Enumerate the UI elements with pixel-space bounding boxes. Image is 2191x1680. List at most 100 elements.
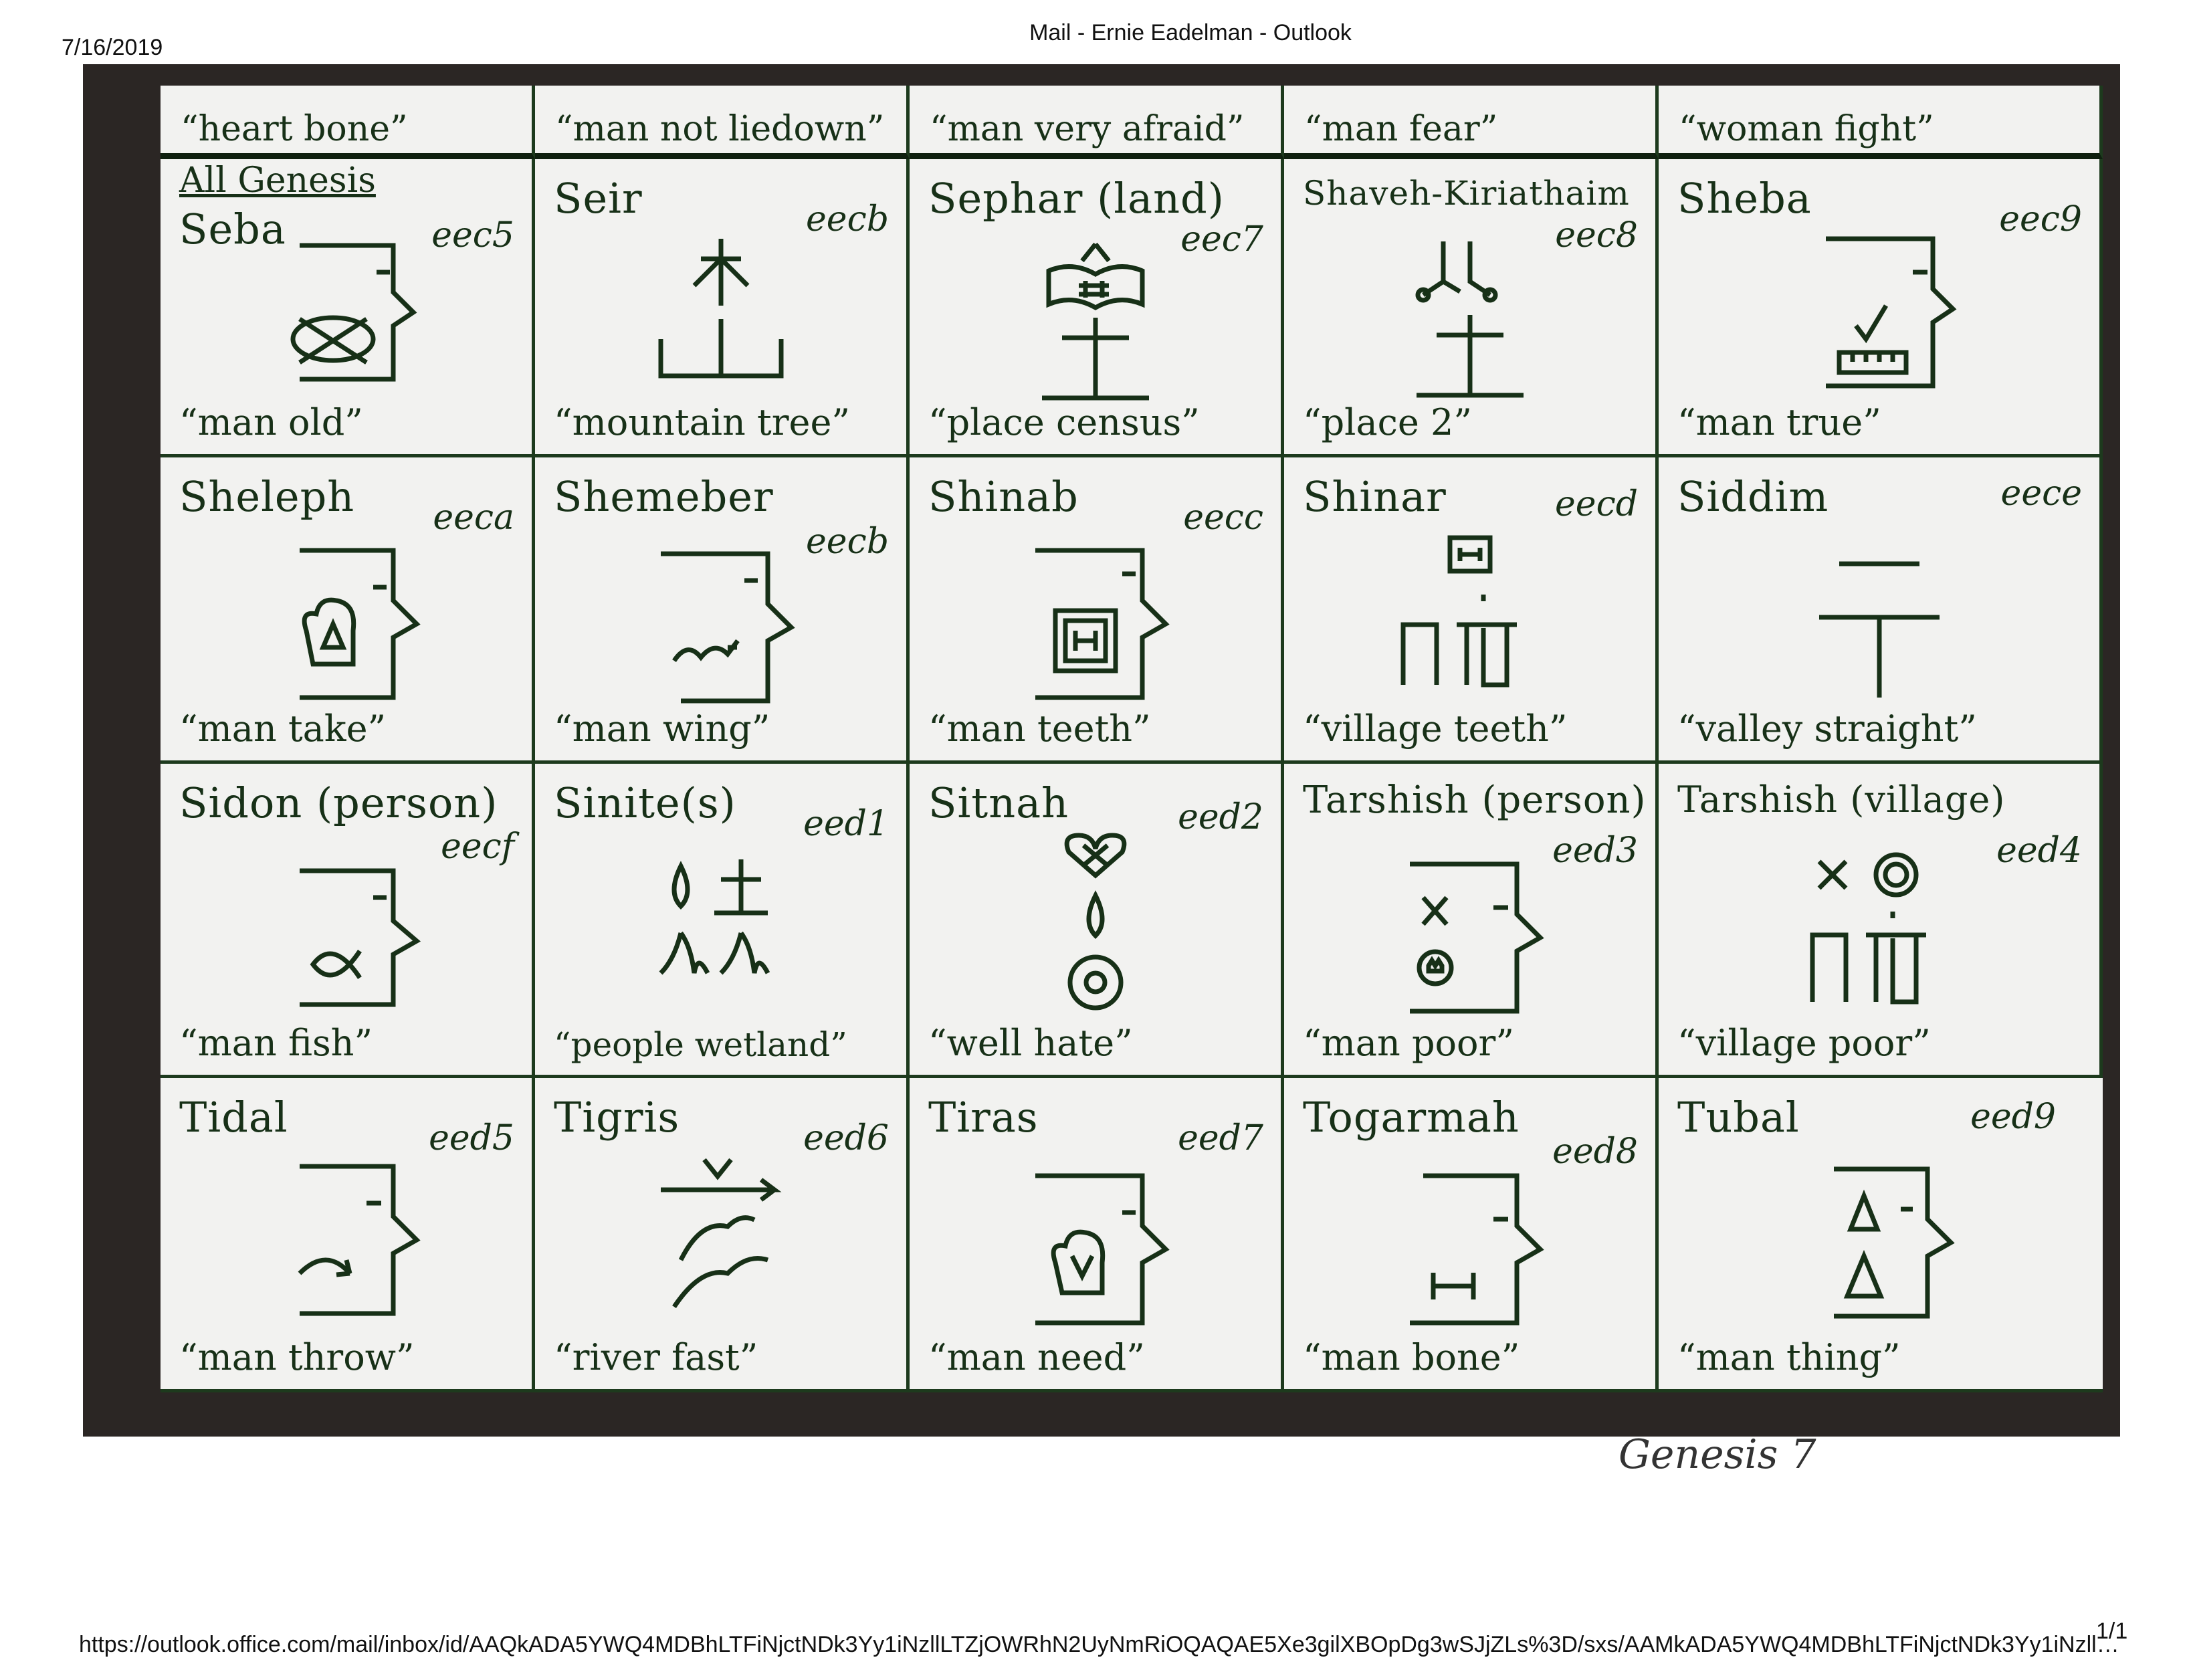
head-need-icon: [1009, 1162, 1182, 1336]
card-code: eed6: [803, 1118, 889, 1158]
glyph-card: Sinite(s) eed1 “people wetland”: [535, 764, 910, 1078]
meaning: “man not liedown”: [555, 109, 885, 149]
card-name: Seir: [554, 174, 643, 223]
card-name: Sheba: [1677, 174, 1812, 223]
meaning: “man very afraid”: [930, 109, 1245, 149]
card-code: eed8: [1552, 1132, 1638, 1172]
glyph-card: Sitnah eed2 “well hate”: [910, 764, 1284, 1078]
glyph-chart-sheet: “heart bone” “man not liedown” “man very…: [161, 86, 2103, 1392]
print-title: Mail - Ernie Eadelman - Outlook: [1029, 20, 1352, 45]
glyph-card: Sidon (person) eecf “man fish”: [161, 764, 535, 1078]
card-meaning: “well hate”: [928, 1022, 1133, 1064]
card-meaning: “people wetland”: [554, 1025, 847, 1064]
village-teeth-icon: [1383, 531, 1557, 705]
card-code: eec5: [431, 215, 514, 255]
card-code: eed7: [1178, 1118, 1263, 1158]
card-code: eecf: [441, 827, 514, 867]
glyph-grid: “heart bone” “man not liedown” “man very…: [161, 86, 2103, 1392]
top-cell: “woman fight”: [1659, 86, 2103, 159]
well-hate-icon: [1042, 829, 1149, 1023]
card-meaning: “valley straight”: [1677, 708, 1977, 750]
card-code: eed9: [1970, 1097, 2056, 1137]
card-meaning: “river fast”: [554, 1336, 758, 1378]
card-code: eed5: [429, 1118, 514, 1158]
glyph-card: Tubal eed9 “man thing”: [1659, 1078, 2103, 1392]
handwritten-note: Genesis 7: [1619, 1431, 1816, 1478]
book-place-icon: [1022, 237, 1169, 411]
card-name: Shinab: [928, 472, 1079, 521]
card-code: eecb: [806, 522, 889, 562]
card-name: Sephar (land): [928, 174, 1225, 223]
glyph-card: Tidal eed5 “man throw”: [161, 1078, 535, 1392]
card-name: Sitnah: [928, 778, 1069, 827]
card-meaning: “village poor”: [1677, 1022, 1931, 1064]
head-wing-icon: [634, 540, 808, 714]
page-number: 1/1: [2096, 1618, 2128, 1644]
card-name: Tidal: [179, 1093, 288, 1142]
scanned-photo: “heart bone” “man not liedown” “man very…: [83, 64, 2120, 1437]
glyph-card: Shemeber eecb “man wing”: [535, 457, 910, 764]
card-meaning: “man fish”: [179, 1022, 373, 1064]
card-meaning: “village teeth”: [1303, 708, 1568, 750]
top-cell: “man not liedown”: [535, 86, 910, 159]
meaning: “man fear”: [1304, 109, 1498, 149]
glyph-card: Sheba eec9 “man true”: [1659, 159, 2103, 457]
glyph-card: Sheleph eeca “man take”: [161, 457, 535, 764]
card-code: eec7: [1180, 219, 1263, 259]
card-code: eed1: [803, 804, 889, 844]
card-name: Sidon (person): [179, 778, 498, 827]
top-cell: “man fear”: [1284, 86, 1659, 159]
print-date: 7/16/2019: [62, 35, 163, 60]
card-name: Tigris: [554, 1093, 680, 1142]
people-wetland-icon: [641, 839, 801, 1000]
card-name: Tubal: [1677, 1093, 1800, 1142]
valley-straight-icon: [1806, 537, 1953, 711]
glyph-card: Tarshish (village) eed4 “village poor”: [1659, 764, 2103, 1078]
head-check-icon: [1786, 225, 1973, 399]
card-name: Seba: [179, 205, 286, 253]
head-crossed-circle-icon: [259, 232, 433, 393]
top-cell: “man very afraid”: [910, 86, 1284, 159]
head-mitt-icon: [259, 537, 433, 711]
place-two-icon: [1396, 235, 1544, 409]
card-name: Shemeber: [554, 472, 774, 521]
card-name: Togarmah: [1303, 1093, 1520, 1142]
card-meaning: “man take”: [179, 708, 387, 750]
head-poor-icon: [1383, 851, 1557, 1025]
glyph-card: Tarshish (person) eed3 “man poor”: [1284, 764, 1659, 1078]
card-name: Sheleph: [179, 472, 355, 521]
glyph-card: All Genesis Seba eec5 “man old”: [161, 159, 535, 457]
card-code: eece: [2000, 474, 2082, 514]
head-throw-icon: [259, 1153, 433, 1327]
card-code: eed4: [1996, 831, 2082, 871]
head-thing-icon: [1794, 1156, 1968, 1330]
card-meaning: “man poor”: [1303, 1022, 1514, 1064]
river-fast-icon: [641, 1153, 801, 1327]
card-code: eecd: [1555, 484, 1638, 524]
card-meaning: “man bone”: [1303, 1336, 1520, 1378]
meaning: “heart bone”: [181, 109, 408, 149]
mountain-tree-icon: [647, 232, 795, 393]
card-code: eed2: [1178, 797, 1263, 837]
card-name: Shinar: [1303, 472, 1447, 521]
card-code: eec8: [1555, 215, 1638, 255]
card-meaning: “man need”: [928, 1336, 1145, 1378]
card-name: Tarshish (person): [1303, 778, 1647, 822]
head-fish-icon: [259, 857, 433, 1018]
glyph-card: Siddim eece “valley straight”: [1659, 457, 2103, 764]
card-name: Sinite(s): [554, 778, 736, 827]
card-name: Siddim: [1677, 472, 1829, 521]
glyph-card: Shinab eecc “man teeth”: [910, 457, 1284, 764]
card-code: eecc: [1183, 498, 1263, 538]
card-code: eed3: [1552, 831, 1638, 871]
card-meaning: “man thing”: [1677, 1336, 1901, 1378]
card-code: eecb: [806, 199, 889, 239]
glyph-card: Shaveh-Kiriathaim eec8 “place 2”: [1284, 159, 1659, 457]
head-teeth-icon: [1009, 537, 1182, 711]
glyph-card: Sephar (land) eec7 “place census”: [910, 159, 1284, 457]
meaning: “woman fight”: [1679, 109, 1934, 149]
card-meaning: “man old”: [179, 401, 363, 443]
card-code: eeca: [433, 498, 514, 538]
card-meaning: “man wing”: [554, 708, 770, 750]
glyph-card: Tiras eed7 “man need”: [910, 1078, 1284, 1392]
